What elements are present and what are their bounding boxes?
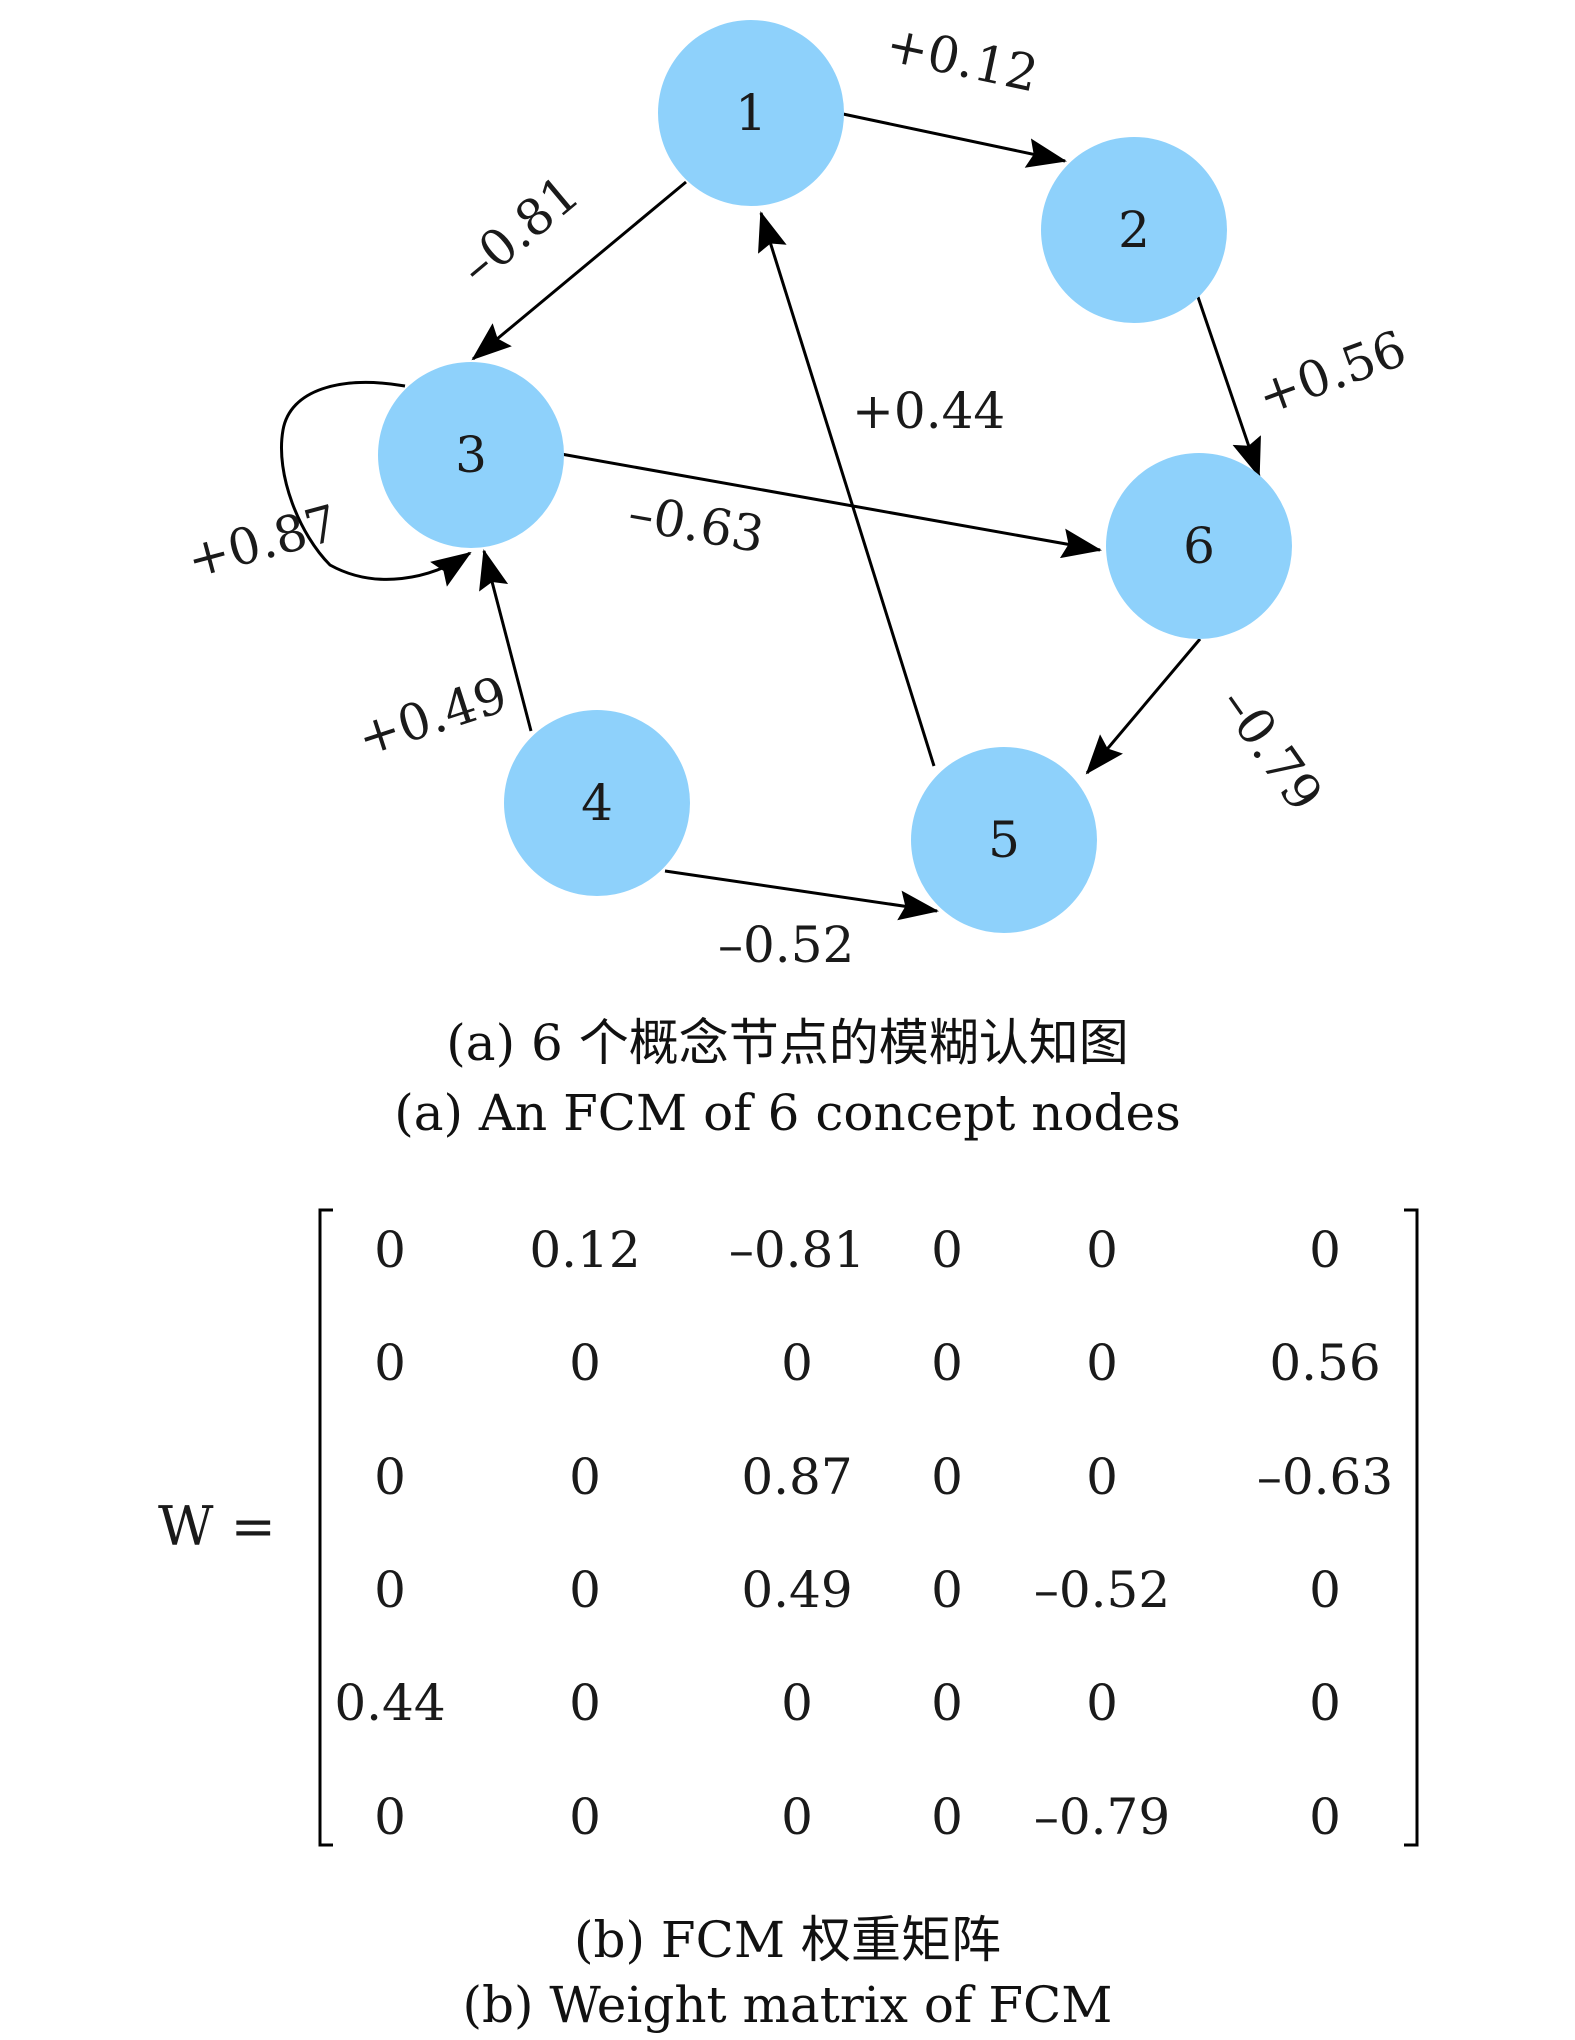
matrix-cell-r4-c1: 0 [374, 1561, 406, 1619]
matrix-cell-r2-c4: 0 [931, 1334, 963, 1392]
matrix-cell-r5-c3: 0 [781, 1674, 813, 1732]
matrix-cell-r5-c5: 0 [1086, 1674, 1118, 1732]
node-1 [658, 20, 844, 206]
matrix-cell-r2-c6: 0.56 [1269, 1334, 1380, 1392]
matrix-cell-r4-c5: –0.52 [1034, 1561, 1170, 1619]
edge-label-1-3: –0.81 [448, 164, 590, 296]
matrix-label: W = [158, 1495, 276, 1558]
matrix-cell-r1-c2: 0.12 [529, 1221, 640, 1279]
node-label-2: 2 [1118, 201, 1150, 259]
caption-a-en: (a) An FCM of 6 concept nodes [394, 1084, 1181, 1142]
matrix-cell-r5-c4: 0 [931, 1674, 963, 1732]
matrix-left-bracket [318, 1208, 333, 1847]
matrix-cell-r3-c1: 0 [374, 1448, 406, 1506]
matrix-cell-r3-c2: 0 [569, 1448, 601, 1506]
matrix-cell-r3-c6: –0.63 [1257, 1448, 1393, 1506]
node-label-1: 1 [735, 84, 767, 142]
edge-5-1 [758, 211, 936, 767]
matrix-cell-r4-c2: 0 [569, 1561, 601, 1619]
matrix-cell-r2-c5: 0 [1086, 1334, 1118, 1392]
edge-label-4-3: +0.49 [350, 665, 514, 768]
caption-b-en: (b) Weight matrix of FCM [462, 1976, 1113, 2034]
node-3 [378, 362, 564, 548]
matrix-cell-r6-c3: 0 [781, 1788, 813, 1846]
node-6 [1106, 453, 1292, 639]
matrix-cell-r6-c5: –0.79 [1034, 1788, 1170, 1846]
matrix-cell-r4-c3: 0.49 [741, 1561, 852, 1619]
edge-3-6 [560, 452, 1102, 559]
caption-a-zh: (a) 6 个概念节点的模糊认知图 [446, 1014, 1129, 1072]
edge-2-6 [1196, 296, 1261, 478]
matrix-right-bracket [1404, 1208, 1419, 1847]
matrix-cell-r5-c2: 0 [569, 1674, 601, 1732]
matrix-cell-r1-c6: 0 [1309, 1221, 1341, 1279]
edge-1-2 [842, 112, 1067, 168]
fcm-graph: 1 2 3 4 5 6 +0.12 –0.81 +0.56 +0.87 –0.63 +0.… [181, 15, 1414, 974]
node-label-3: 3 [455, 426, 487, 484]
matrix-cell-r6-c6: 0 [1309, 1788, 1341, 1846]
matrix-cell-r4-c4: 0 [931, 1561, 963, 1619]
edge-label-2-6: +0.56 [1250, 319, 1414, 426]
matrix-cell-r6-c1: 0 [374, 1788, 406, 1846]
matrix-cell-r1-c1: 0 [374, 1221, 406, 1279]
matrix-cell-r4-c6: 0 [1309, 1561, 1341, 1619]
matrix-cell-r2-c1: 0 [374, 1334, 406, 1392]
node-label-5: 5 [988, 811, 1020, 869]
matrix-cell-r5-c1: 0.44 [334, 1674, 445, 1732]
matrix-cell-r1-c4: 0 [931, 1221, 963, 1279]
node-4 [504, 710, 690, 896]
edge-label-5-1: +0.44 [852, 382, 1005, 440]
node-label-4: 4 [581, 774, 613, 832]
node-5 [911, 747, 1097, 933]
matrix-cell-r2-c2: 0 [569, 1334, 601, 1392]
edge-4-5 [664, 869, 939, 921]
edge-4-3 [479, 549, 533, 732]
matrix-cell-r2-c3: 0 [781, 1334, 813, 1392]
edge-label-1-2: +0.12 [881, 15, 1043, 104]
matrix-cell-r6-c4: 0 [931, 1788, 963, 1846]
matrix-cell-r1-c3: –0.81 [729, 1221, 865, 1279]
edge-label-3-3: +0.87 [181, 494, 344, 590]
node-label-6: 6 [1183, 517, 1215, 575]
matrix-cell-r3-c3: 0.87 [741, 1448, 852, 1506]
caption-b-zh: (b) FCM 权重矩阵 [574, 1911, 1001, 1969]
matrix-cell-r6-c2: 0 [569, 1788, 601, 1846]
edge-label-4-5: –0.52 [718, 916, 854, 974]
edge-6-5 [1085, 638, 1202, 775]
edge-label-6-5: –0.79 [1208, 677, 1334, 822]
edge-3-3-loop [280, 381, 472, 587]
matrix-cell-r5-c6: 0 [1309, 1674, 1341, 1732]
node-2 [1041, 137, 1227, 323]
matrix-cell-r3-c5: 0 [1086, 1448, 1118, 1506]
edge-label-3-6: –0.63 [624, 484, 768, 565]
matrix-cell-r1-c5: 0 [1086, 1221, 1118, 1279]
matrix-cell-r3-c4: 0 [931, 1448, 963, 1506]
edge-1-3 [471, 180, 687, 361]
